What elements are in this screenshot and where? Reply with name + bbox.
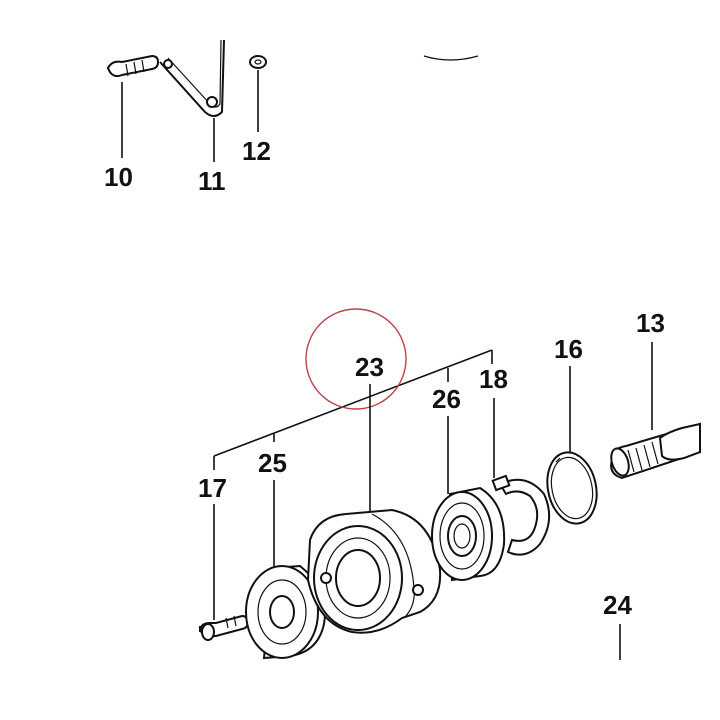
callout-25: 25 bbox=[258, 448, 287, 478]
callout-18: 18 bbox=[479, 364, 508, 394]
callout-17: 17 bbox=[198, 473, 227, 503]
callout-11: 11 bbox=[198, 166, 226, 196]
partial-ring-outline bbox=[423, 55, 479, 61]
callout-26: 26 bbox=[432, 384, 461, 414]
callout-23: 23 bbox=[355, 352, 384, 382]
nut-part-12 bbox=[249, 55, 267, 69]
circlip-part-18 bbox=[491, 474, 551, 556]
screw-part-10 bbox=[106, 54, 160, 78]
housing-part-23 bbox=[306, 508, 442, 634]
retaining-ring-part-16 bbox=[546, 451, 598, 525]
callout-16: 16 bbox=[554, 334, 583, 364]
screw-part-17 bbox=[199, 614, 250, 641]
assembly-bracket-line bbox=[213, 349, 493, 457]
callout-13: 13 bbox=[636, 308, 665, 338]
highlight-circle bbox=[305, 308, 407, 410]
bearing-part-26 bbox=[431, 486, 506, 582]
callout-12: 12 bbox=[242, 136, 271, 166]
callout-10: 10 bbox=[104, 162, 133, 192]
callout-24: 24 bbox=[603, 590, 632, 620]
shaft-part-13 bbox=[610, 422, 701, 480]
bracket-part-11 bbox=[159, 39, 225, 117]
